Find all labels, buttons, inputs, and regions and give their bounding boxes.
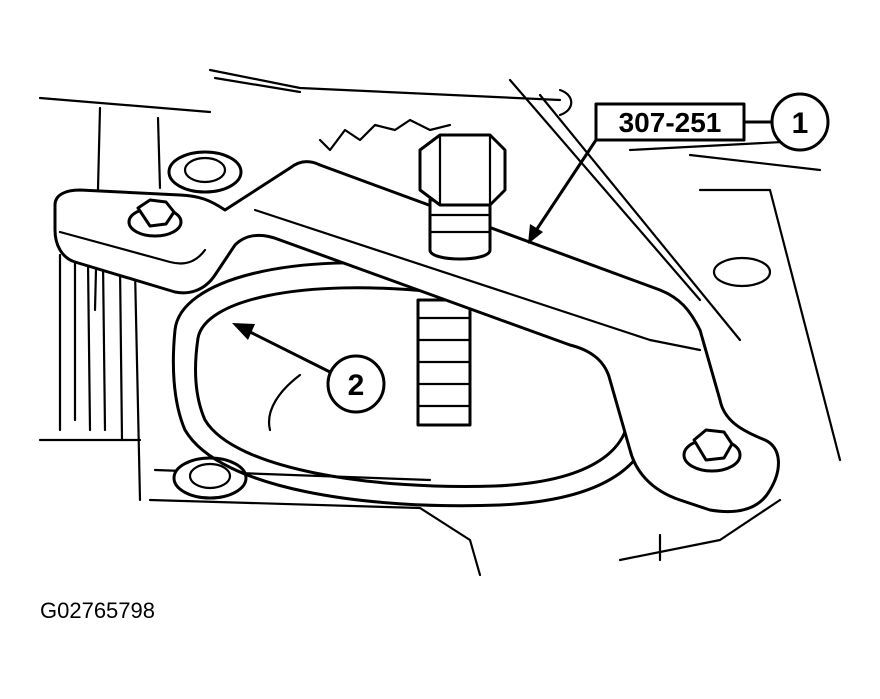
transmission-housing (38, 68, 842, 577)
tool-number-label: 307-251 (619, 107, 722, 138)
forcing-screw-head (418, 133, 507, 261)
callout-number-2: 2 (348, 369, 365, 402)
seal-remover-bar (53, 160, 780, 514)
housing-bolt-bottom-left (172, 456, 248, 500)
housing-bolt-top-left (167, 150, 243, 194)
figure-id: G02765798 (40, 598, 155, 623)
callout-1: 307-251 1 (528, 92, 830, 244)
forcing-screw (416, 298, 472, 427)
callout-2: 2 (232, 323, 386, 414)
callout-number-1: 1 (792, 107, 809, 140)
arrowhead-2 (232, 323, 255, 340)
arrowhead-1 (528, 224, 543, 244)
